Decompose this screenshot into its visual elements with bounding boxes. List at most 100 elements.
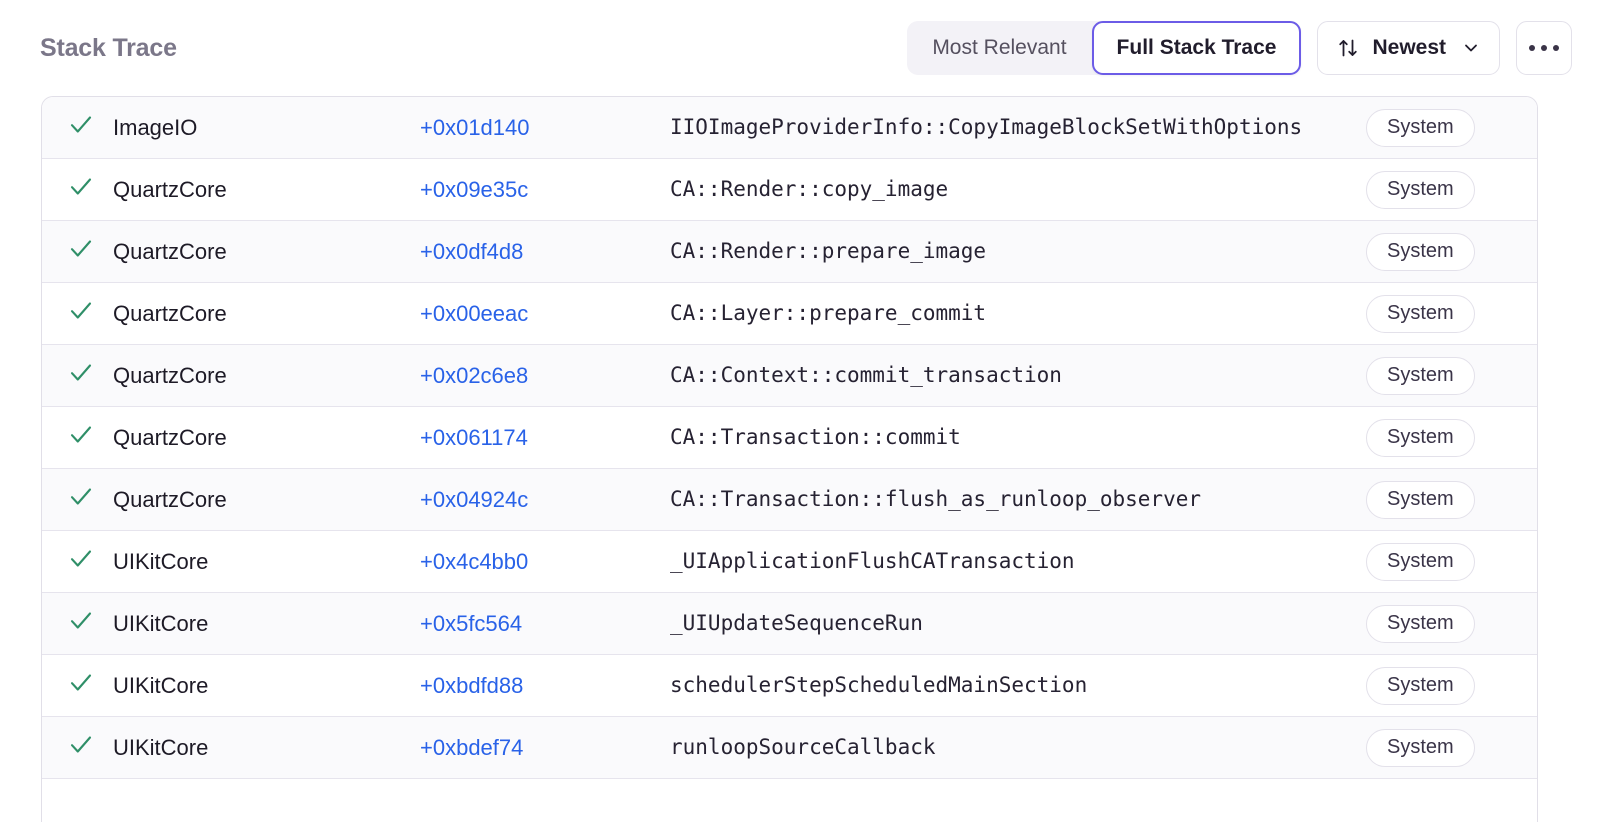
frame-offset-link[interactable]: +0x04924c bbox=[420, 486, 529, 512]
frame-status-cell bbox=[42, 360, 113, 391]
frame-origin-cell: System bbox=[1360, 294, 1520, 333]
frame-module-name: QuartzCore bbox=[113, 362, 227, 388]
tab-full-stack-trace[interactable]: Full Stack Trace bbox=[1091, 21, 1302, 75]
origin-badge: System bbox=[1366, 294, 1475, 333]
origin-badge: System bbox=[1366, 418, 1475, 457]
frame-status-cell bbox=[42, 484, 113, 515]
frame-module-name: QuartzCore bbox=[113, 238, 227, 264]
frame-status-cell bbox=[42, 670, 113, 701]
header-toolbar: Most Relevant Full Stack Trace Newest bbox=[907, 21, 1572, 75]
stack-frame-row[interactable]: UIKitCore +0x5fc564 _UIUpdateSequenceRun Sy… bbox=[42, 593, 1537, 655]
frame-offset-link[interactable]: +0x4c4bb0 bbox=[420, 548, 529, 574]
origin-badge: System bbox=[1366, 480, 1475, 519]
frame-function-name: CA::Transaction::flush_as_runloop_observ… bbox=[670, 487, 1202, 512]
ellipsis-horizontal-icon bbox=[1529, 45, 1535, 51]
page-title: Stack Trace bbox=[40, 33, 177, 62]
check-icon bbox=[68, 484, 94, 515]
stack-frame-row[interactable]: QuartzCore +0x0df4d8 CA::Render::prepare_i… bbox=[42, 221, 1537, 283]
frame-function-name: CA::Render::prepare_image bbox=[670, 239, 987, 264]
check-icon bbox=[68, 608, 94, 639]
origin-badge: System bbox=[1366, 356, 1475, 395]
chevron-down-icon bbox=[1461, 38, 1481, 58]
frame-function-name: _UIUpdateSequenceRun bbox=[670, 611, 923, 636]
check-icon bbox=[68, 422, 94, 453]
frame-offset-link[interactable]: +0xbdef74 bbox=[420, 734, 524, 760]
frame-offset-link[interactable]: +0x01d140 bbox=[420, 114, 530, 140]
stack-frame-row[interactable]: QuartzCore +0x061174 CA::Transaction::comm… bbox=[42, 407, 1537, 469]
frame-origin-cell: System bbox=[1360, 542, 1520, 581]
sort-label: Newest bbox=[1372, 36, 1446, 59]
frame-offset-link[interactable]: +0x0df4d8 bbox=[420, 238, 524, 264]
frame-function-name: CA::Render::copy_image bbox=[670, 177, 949, 202]
frame-status-cell bbox=[42, 298, 113, 329]
stack-frame-row[interactable]: QuartzCore +0x09e35c CA::Render::copy_imag… bbox=[42, 159, 1537, 221]
frame-offset-link[interactable]: +0x5fc564 bbox=[420, 610, 523, 636]
stack-frame-row[interactable]: QuartzCore +0x00eeac CA::Layer::prepare_co… bbox=[42, 283, 1537, 345]
frame-origin-cell: System bbox=[1360, 728, 1520, 767]
frame-origin-cell: System bbox=[1360, 108, 1520, 147]
check-icon bbox=[68, 298, 94, 329]
origin-badge: System bbox=[1366, 108, 1475, 147]
more-options-button[interactable] bbox=[1516, 21, 1572, 75]
stack-frame-row[interactable]: QuartzCore +0x04924c CA::Transaction::flus… bbox=[42, 469, 1537, 531]
frame-function-name: CA::Layer::prepare_commit bbox=[670, 301, 987, 326]
stack-frame-row[interactable]: QuartzCore +0x02c6e8 CA::Context::commit_t… bbox=[42, 345, 1537, 407]
view-mode-segmented-control[interactable]: Most Relevant Full Stack Trace bbox=[907, 21, 1302, 75]
frame-status-cell bbox=[42, 732, 113, 763]
check-icon bbox=[68, 360, 94, 391]
frame-function-name: CA::Transaction::commit bbox=[670, 425, 961, 450]
frame-module-name: QuartzCore bbox=[113, 176, 227, 202]
frame-module-name: UIKitCore bbox=[113, 672, 209, 698]
frame-module-name: QuartzCore bbox=[113, 300, 227, 326]
frame-offset-link[interactable]: +0x02c6e8 bbox=[420, 362, 529, 388]
stack-trace-header: Stack Trace Most Relevant Full Stack Tra… bbox=[0, 0, 1614, 96]
check-icon bbox=[68, 236, 94, 267]
frame-function-name: _UIApplicationFlushCATransaction bbox=[670, 549, 1075, 574]
sort-arrows-icon bbox=[1337, 37, 1359, 59]
frame-origin-cell: System bbox=[1360, 418, 1520, 457]
frame-status-cell bbox=[42, 546, 113, 577]
check-icon bbox=[68, 112, 94, 143]
frame-offset-link[interactable]: +0x09e35c bbox=[420, 176, 529, 202]
origin-badge: System bbox=[1366, 666, 1475, 705]
check-icon bbox=[68, 546, 94, 577]
stack-frame-row[interactable]: UIKitCore+0x4c4bb0_UIApplicationFlushCAT… bbox=[42, 531, 1537, 593]
frame-origin-cell: System bbox=[1360, 356, 1520, 395]
frame-origin-cell: System bbox=[1360, 232, 1520, 271]
origin-badge: System bbox=[1366, 542, 1475, 581]
frame-module-name: UIKitCore bbox=[113, 734, 209, 760]
frame-module-name: UIKitCore bbox=[113, 610, 209, 636]
frame-origin-cell: System bbox=[1360, 170, 1520, 209]
frame-origin-cell: System bbox=[1360, 604, 1520, 643]
frame-module-name: QuartzCore bbox=[113, 424, 227, 450]
frame-origin-cell: System bbox=[1360, 666, 1520, 705]
frame-function-name: CA::Context::commit_transaction bbox=[670, 363, 1062, 388]
check-icon bbox=[68, 174, 94, 205]
check-icon bbox=[68, 670, 94, 701]
frame-status-cell bbox=[42, 112, 113, 143]
frame-status-cell bbox=[42, 608, 113, 639]
frame-function-name: IIOImageProviderInfo::CopyImageBlockSetW… bbox=[670, 115, 1303, 140]
frame-status-cell bbox=[42, 236, 113, 267]
stack-frame-row[interactable]: UIKitCore +0xbdfd88 schedulerStepScheduled… bbox=[42, 655, 1537, 717]
origin-badge: System bbox=[1366, 728, 1475, 767]
frame-function-name: schedulerStepScheduledMainSection bbox=[670, 673, 1088, 698]
frame-module-name: QuartzCore bbox=[113, 486, 227, 512]
ellipsis-dot-2 bbox=[1541, 45, 1547, 51]
origin-badge: System bbox=[1366, 170, 1475, 209]
frame-status-cell bbox=[42, 422, 113, 453]
sort-dropdown[interactable]: Newest bbox=[1317, 21, 1500, 75]
tab-most-relevant[interactable]: Most Relevant bbox=[932, 36, 1067, 59]
frame-offset-link[interactable]: +0x061174 bbox=[420, 424, 528, 450]
frame-offset-link[interactable]: +0xbdfd88 bbox=[420, 672, 524, 698]
frame-origin-cell: System bbox=[1360, 480, 1520, 519]
check-icon bbox=[68, 732, 94, 763]
origin-badge: System bbox=[1366, 232, 1475, 271]
origin-badge: System bbox=[1366, 604, 1475, 643]
frame-offset-link[interactable]: +0x00eeac bbox=[420, 300, 529, 326]
ellipsis-dot-3 bbox=[1553, 45, 1559, 51]
